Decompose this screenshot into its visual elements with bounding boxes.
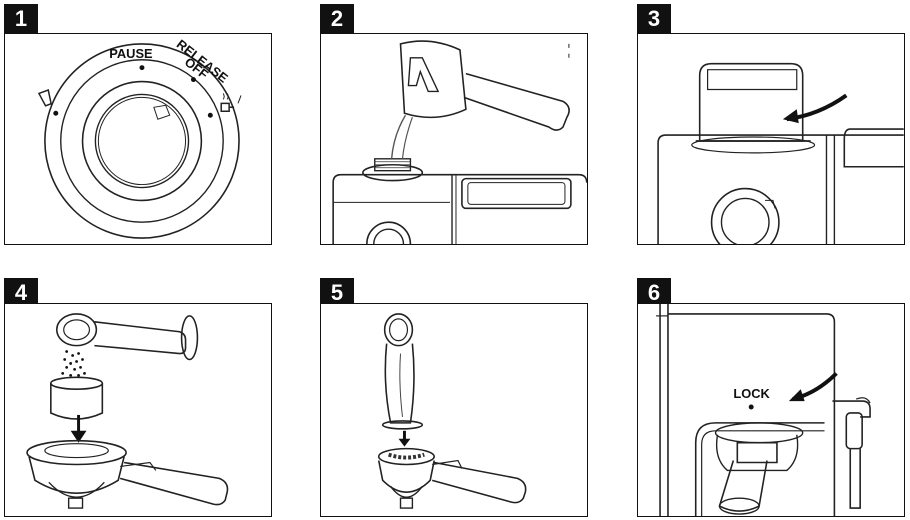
panel-step-3 — [637, 33, 905, 245]
steam-wand-icon — [832, 398, 870, 508]
tamp-coffee-illustration — [321, 304, 587, 516]
portafilter-icon — [379, 449, 526, 508]
step-badge-3: 3 — [637, 4, 671, 34]
lock-portafilter-illustration: LOCK — [638, 304, 904, 516]
step-badge-2: 2 — [320, 4, 354, 34]
portafilter-icon — [719, 443, 776, 514]
tamper-icon — [383, 314, 423, 429]
pour-water-illustration — [321, 34, 587, 244]
panel-step-2 — [320, 33, 588, 245]
step-badge-1: 1 — [4, 4, 38, 34]
control-knob-illustration: PAUSE RELEASE OFF — [5, 34, 271, 244]
portafilter-icon — [27, 441, 227, 508]
pause-label: PAUSE — [109, 46, 153, 61]
knob-indicator-icon — [154, 105, 170, 119]
rotate-arrow-icon — [789, 373, 837, 401]
panel-step-6: LOCK — [637, 303, 905, 517]
panel-step-5 — [320, 303, 588, 517]
panel-step-4 — [4, 303, 272, 517]
filter-basket-icon — [51, 377, 103, 419]
panel-step-1: PAUSE RELEASE OFF — [4, 33, 272, 245]
water-jug-icon — [401, 41, 570, 130]
lock-label: LOCK — [733, 386, 770, 401]
fill-coffee-illustration — [5, 304, 271, 516]
down-arrow-icon — [399, 431, 411, 447]
rotate-cap-illustration — [638, 34, 904, 244]
drip-cup-icon — [39, 90, 53, 106]
rotate-arrow-icon — [783, 95, 846, 123]
